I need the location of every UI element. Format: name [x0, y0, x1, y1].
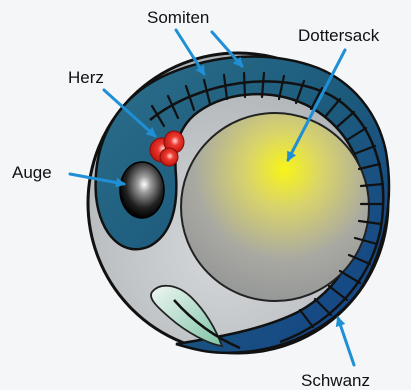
yolk-sac [181, 113, 369, 301]
label-dottersack: Dottersack [298, 27, 379, 44]
eye [120, 162, 164, 218]
arrow-schwanz [338, 318, 354, 365]
label-herz: Herz [68, 69, 104, 86]
label-auge: Auge [12, 164, 52, 181]
label-somiten: Somiten [147, 9, 209, 26]
label-schwanz: Schwanz [301, 372, 370, 389]
